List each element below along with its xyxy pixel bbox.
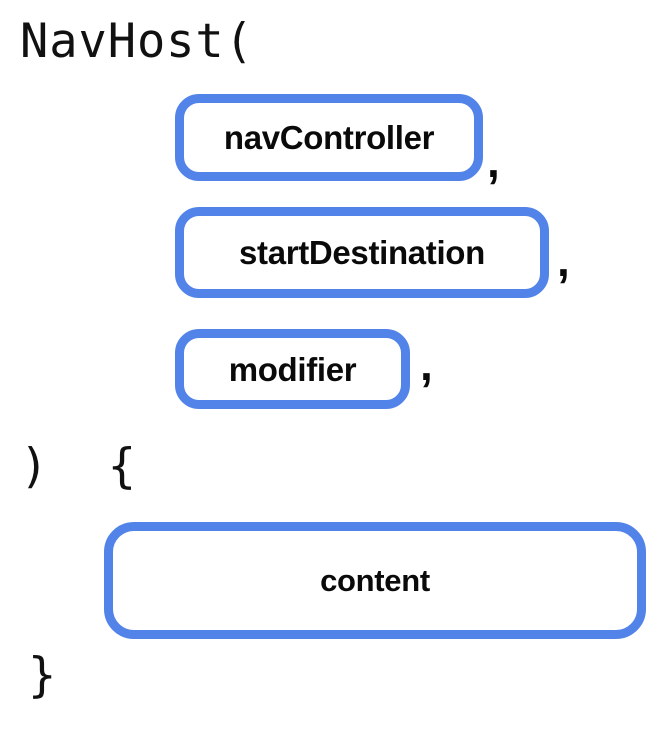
parameter-separator-comma-1: , bbox=[487, 135, 500, 187]
parameter-label-startdestination: startDestination bbox=[239, 234, 485, 271]
parameter-label-modifier: modifier bbox=[228, 350, 357, 388]
parameter-pill-navcontroller[interactable]: navController bbox=[175, 94, 483, 181]
parameter-pill-startdestination[interactable]: startDestination bbox=[175, 207, 549, 298]
parameter-pill-modifier[interactable]: modifier bbox=[175, 329, 410, 409]
lambda-body-label-content: content bbox=[320, 563, 430, 598]
parameter-separator-comma-3: , bbox=[420, 338, 433, 390]
parameter-label-navcontroller: navController bbox=[223, 119, 435, 156]
parameter-separator-comma-2: , bbox=[557, 234, 570, 286]
lambda-body-pill-content[interactable]: content bbox=[104, 522, 646, 639]
code-token-close-paren-open-brace: ) { bbox=[20, 439, 137, 494]
code-token-navhost-open: NavHost( bbox=[20, 14, 254, 69]
code-token-close-brace: } bbox=[28, 648, 58, 703]
